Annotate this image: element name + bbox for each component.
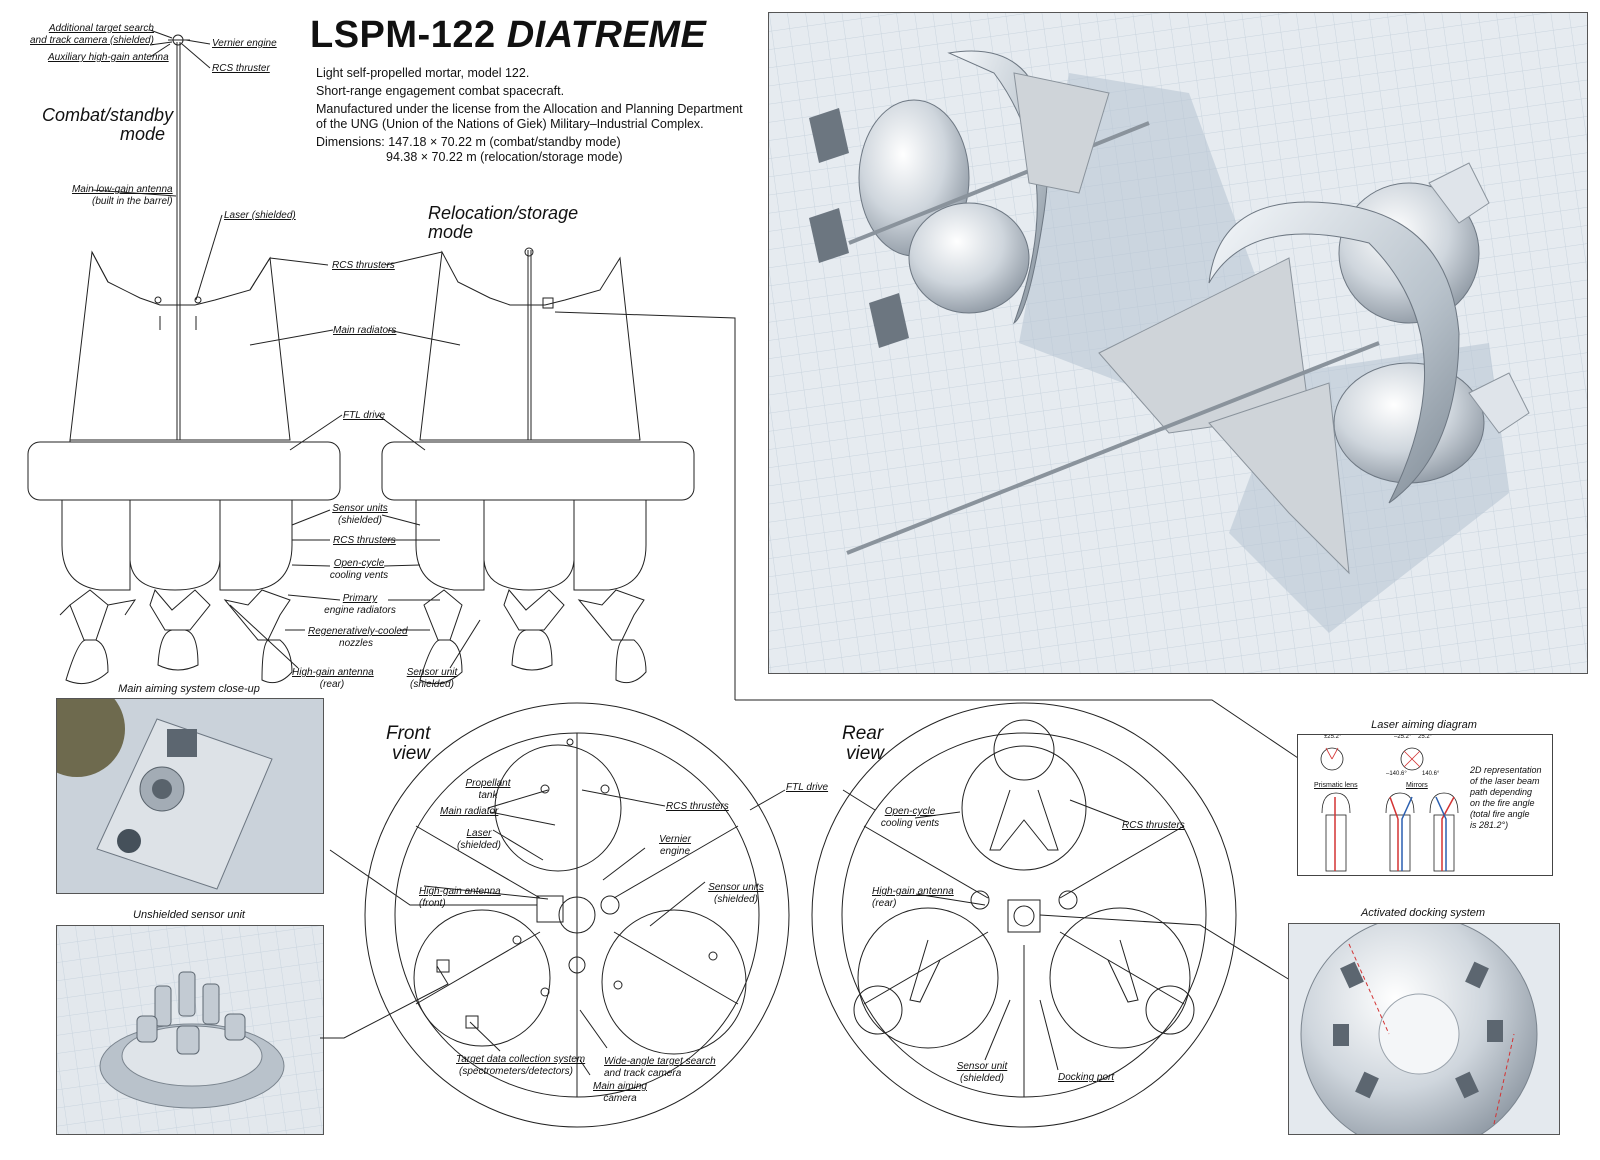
label-laser-front: Laser(shielded) bbox=[457, 828, 501, 851]
label-laser-shielded: Laser (shielded) bbox=[224, 210, 296, 221]
label-sensor-rear: Sensor unit(shielded) bbox=[956, 1061, 1008, 1084]
label-target-data: Target data collection system(spectromet… bbox=[456, 1054, 586, 1077]
laser-angle-c: 25.2° bbox=[1418, 734, 1433, 740]
label-prismatic-lens: Prismatic lens bbox=[1314, 782, 1358, 789]
main-render-panel bbox=[768, 12, 1588, 674]
label-vernier-engine: Vernier engine bbox=[212, 38, 277, 49]
label-aux-antenna: Auxiliary high-gain antenna bbox=[48, 52, 169, 63]
page-title: LSPM-122 DIATREME bbox=[310, 14, 707, 56]
label-rcs-rear: RCS thrusters bbox=[1122, 820, 1185, 831]
panel-title-docking: Activated docking system bbox=[1360, 907, 1486, 919]
label-rcs-thruster: RCS thruster bbox=[212, 63, 270, 74]
description: Light self-propelled mortar, model 122. … bbox=[316, 66, 743, 164]
label-rcs-thrusters-2: RCS thrusters bbox=[333, 535, 396, 546]
laser-angle-b: –25.2° bbox=[1394, 734, 1412, 740]
laser-angle-d: –140.6° bbox=[1386, 771, 1407, 777]
label-mirrors: Mirrors bbox=[1406, 782, 1428, 789]
sensor-illustration bbox=[57, 926, 323, 1134]
label-sensor-front: Sensor units(shielded) bbox=[708, 882, 764, 905]
label-ftl-drive: FTL drive bbox=[343, 410, 386, 421]
label-hga-rear-view: High-gain antenna(rear) bbox=[872, 886, 954, 909]
side-view-drawing bbox=[27, 29, 736, 700]
panel-title-aiming: Main aiming system close-up bbox=[118, 683, 260, 695]
aiming-closeup-panel bbox=[56, 698, 324, 894]
laser-angle-a: ±25.2° bbox=[1324, 734, 1342, 740]
panel-title-laser: Laser aiming diagram bbox=[1371, 719, 1477, 731]
label-main-radiators: Main radiators bbox=[333, 325, 397, 336]
label-ftl-center: FTL drive bbox=[786, 782, 829, 793]
label-hga-rear: High-gain antenna(rear) bbox=[292, 667, 374, 690]
aiming-closeup-illustration bbox=[57, 699, 323, 893]
label-rcs-thrusters: RCS thrusters bbox=[332, 260, 395, 271]
label-rcs-front: RCS thrusters bbox=[666, 801, 729, 812]
label-main-lowgain-antenna: Main low-gain antenna(built in the barre… bbox=[71, 184, 173, 207]
docking-illustration bbox=[1289, 924, 1559, 1134]
label-docking-port: Docking port bbox=[1058, 1072, 1115, 1083]
label-main-radiator: Main radiator bbox=[440, 806, 499, 817]
panel-title-sensor: Unshielded sensor unit bbox=[133, 909, 245, 921]
laser-diagram-panel: ±25.2° –25.2° 25.2° –140.6° 140.6° Prism… bbox=[1297, 734, 1553, 876]
laser-diagram-illustration bbox=[1320, 747, 1459, 872]
laser-angle-e: 140.6° bbox=[1422, 771, 1440, 777]
label-sensor-unit: Sensor unit(shielded) bbox=[406, 667, 458, 690]
render-illustration bbox=[769, 13, 1587, 673]
label-hga-front: High-gain antenna(front) bbox=[419, 886, 501, 909]
label-sensor-units: Sensor units(shielded) bbox=[332, 503, 388, 526]
sensor-panel bbox=[56, 925, 324, 1135]
docking-panel bbox=[1288, 923, 1560, 1135]
